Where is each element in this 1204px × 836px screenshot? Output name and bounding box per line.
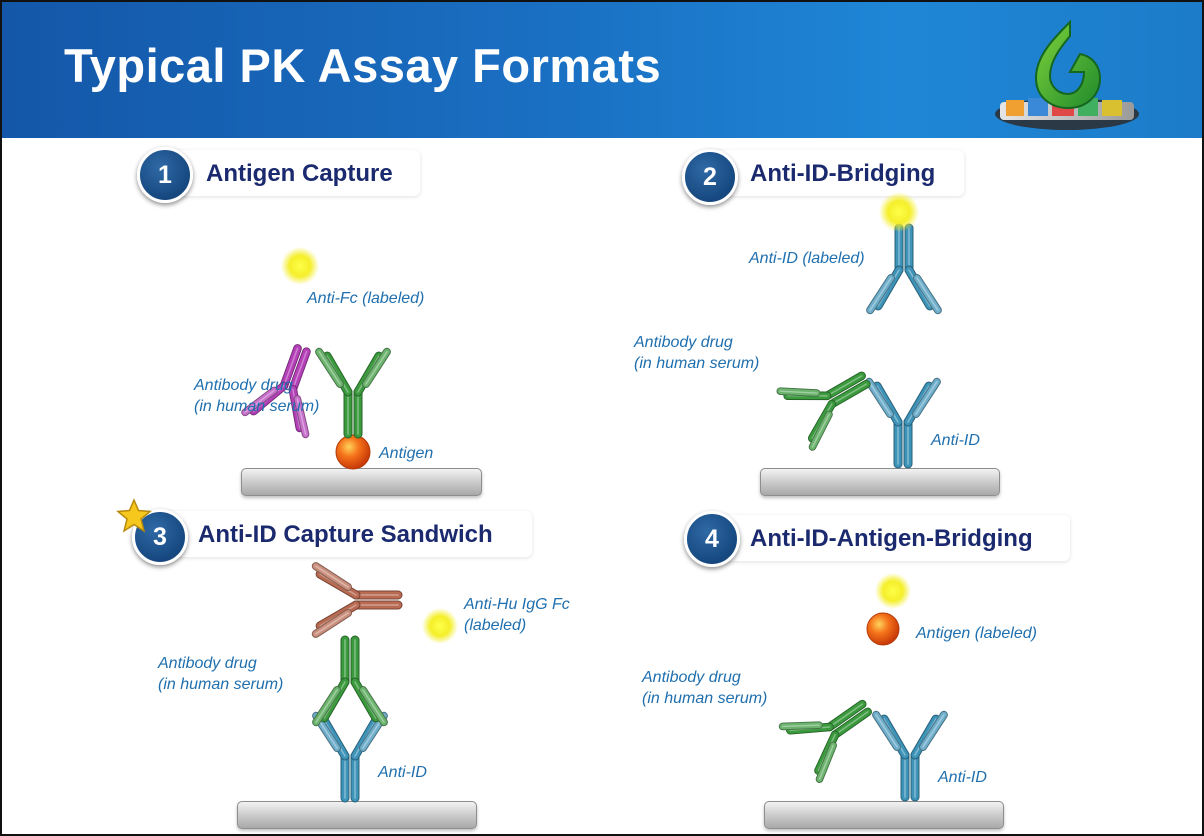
section-3-drug-label-1: Antibody drug — [158, 655, 257, 672]
section-4-drug-antibody-icon — [778, 699, 872, 783]
section-2-detector-antibody-icon — [866, 223, 942, 315]
section-4-badge: 4 — [684, 511, 740, 567]
plate-1 — [241, 468, 482, 496]
plate-3 — [237, 801, 477, 829]
star-icon — [116, 498, 152, 533]
section-2-detector-label: Anti-ID (labeled) — [749, 250, 865, 267]
section-1-antigen-label: Antigen — [379, 445, 434, 462]
section-1-label-glow-icon — [281, 247, 319, 285]
section-4-antigen-label: Antigen (labeled) — [916, 625, 1037, 642]
section-2-drug-label-1: Antibody drug — [634, 334, 733, 351]
section-1-label: Antigen Capture — [152, 150, 420, 196]
section-3-label-glow-icon — [422, 608, 458, 644]
section-1-anti-fc-antibody-icon — [241, 344, 311, 439]
section-4-label: Anti-ID-Antigen-Bridging — [702, 515, 1070, 561]
section-4-label-glow-icon — [875, 573, 911, 609]
section-3-detector-label-1: Anti-Hu IgG Fc — [464, 596, 570, 613]
section-1-drug-label-2: (in human serum) — [194, 398, 320, 415]
section-4-drug-label-1: Antibody drug — [642, 669, 741, 686]
section-2-label: Anti-ID-Bridging — [702, 150, 964, 196]
section-2-capture-antibody-icon — [865, 377, 941, 469]
section-3-capture-antibody-icon — [312, 711, 388, 803]
section-2-drug-label-2: (in human serum) — [634, 355, 760, 372]
section-4-antigen-sphere-icon — [866, 612, 900, 646]
section-2-badge: 2 — [682, 149, 738, 205]
section-4-drug-label-2: (in human serum) — [642, 690, 768, 707]
section-1-title: Antigen Capture — [206, 160, 393, 187]
section-3-badge: 3 — [132, 509, 188, 565]
plate-2 — [760, 468, 1000, 496]
section-3-drug-antibody-icon — [312, 635, 388, 727]
section-3-detector-label-2: (labeled) — [464, 617, 527, 634]
section-4-title: Anti-ID-Antigen-Bridging — [750, 525, 1033, 552]
section-1-drug-label-1: Antibody drug — [194, 377, 293, 394]
section-2-capture-label: Anti-ID — [931, 432, 980, 449]
section-1-antigen-sphere-icon — [335, 434, 371, 470]
section-2-title: Anti-ID-Bridging — [750, 160, 936, 187]
logo-icon — [995, 19, 1139, 130]
header-bar: Typical PK Assay Formats — [2, 2, 1202, 138]
section-3-title: Anti-ID Capture Sandwich — [198, 521, 493, 548]
section-3-drug-label-2: (in human serum) — [158, 676, 284, 693]
section-3-label: Anti-ID Capture Sandwich — [152, 511, 532, 557]
section-4-capture-label: Anti-ID — [938, 769, 987, 786]
page-title: Typical PK Assay Formats — [64, 39, 662, 92]
section-4-capture-antibody-icon — [872, 710, 948, 802]
section-2-drug-antibody-icon — [776, 371, 871, 451]
section-1-badge: 1 — [137, 147, 193, 203]
section-1-detector-label: Anti-Fc (labeled) — [307, 290, 425, 307]
section-1-drug-antibody-icon — [315, 347, 391, 439]
section-2-label-glow-icon — [879, 192, 919, 232]
section-3-detector-antibody-icon — [311, 562, 403, 638]
section-3-capture-label: Anti-ID — [378, 764, 427, 781]
plate-4 — [764, 801, 1004, 829]
